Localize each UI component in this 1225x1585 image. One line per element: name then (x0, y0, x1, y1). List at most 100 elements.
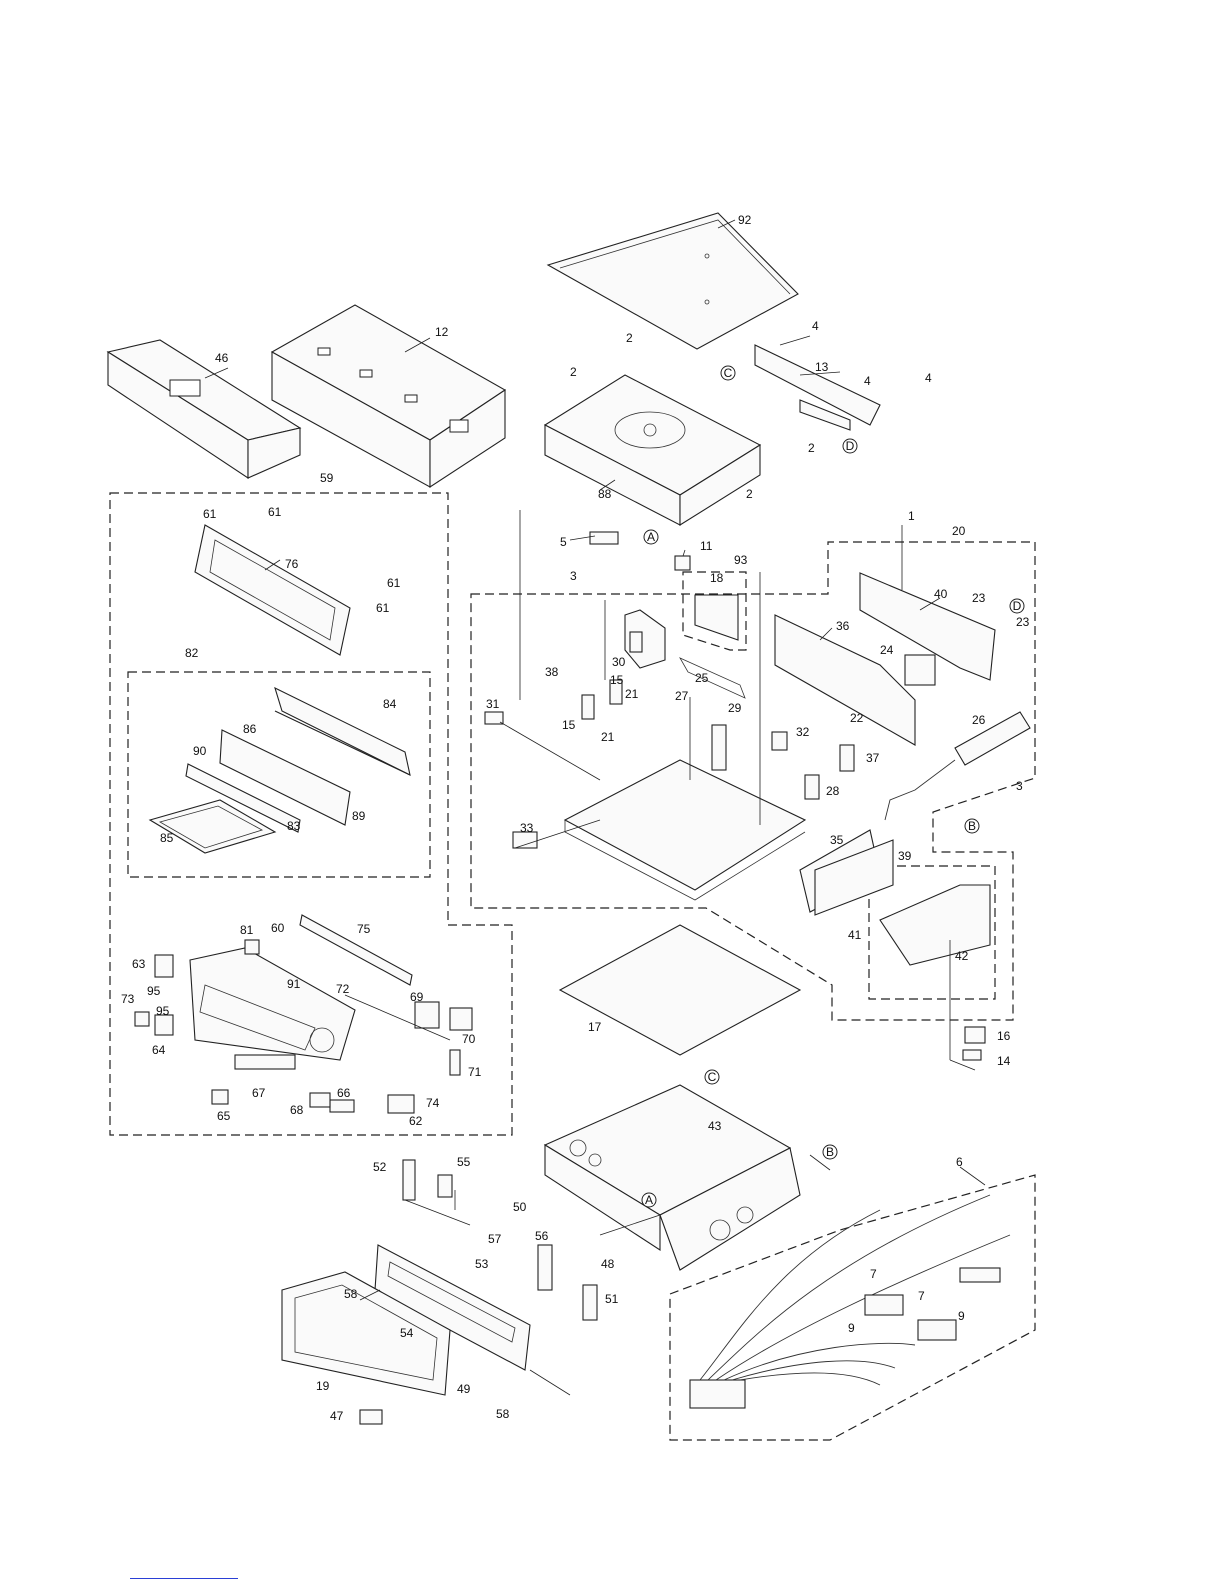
part-label: 35 (830, 833, 844, 847)
part-label: 82 (185, 646, 199, 660)
part-label: 89 (352, 809, 366, 823)
part-label: 95 (156, 1004, 170, 1018)
part-label: 15 (562, 718, 576, 732)
part-label: 7 (870, 1267, 877, 1281)
ref-D2: D (1010, 599, 1024, 613)
part-label: 7 (918, 1289, 925, 1303)
part-label: 49 (457, 1382, 471, 1396)
part-label: 61 (203, 507, 217, 521)
part-67 (235, 1055, 295, 1069)
part-label: 88 (598, 487, 612, 501)
part-51 (583, 1285, 597, 1320)
front-panel-frame (195, 525, 350, 655)
part-label: 54 (400, 1326, 414, 1340)
part-73 (135, 1012, 149, 1026)
part-label: 24 (880, 643, 894, 657)
part-label: 19 (316, 1379, 330, 1393)
part-label: 25 (695, 671, 709, 685)
part-label: 53 (475, 1257, 489, 1271)
part-label: 36 (836, 619, 850, 633)
ref-letter: D (1013, 599, 1022, 613)
part-label: 66 (337, 1086, 351, 1100)
part-5 (590, 532, 618, 544)
ref-letter: A (647, 530, 655, 544)
part-label: 28 (826, 784, 840, 798)
part-label: 2 (570, 365, 577, 379)
part-label: 29 (728, 701, 742, 715)
part-label: 55 (457, 1155, 471, 1169)
part-label: 92 (738, 213, 752, 227)
part-47 (360, 1410, 382, 1424)
carry-case (108, 340, 300, 478)
part-label: 26 (972, 713, 986, 727)
part-label: 93 (734, 553, 748, 567)
part-label: 48 (601, 1257, 615, 1271)
part-label: 6 (956, 1155, 963, 1169)
ref-letter: C (724, 366, 733, 380)
part-label: 70 (462, 1032, 476, 1046)
part-label: 23 (1016, 615, 1030, 629)
part-label: 4 (812, 319, 819, 333)
part-label: 5 (560, 535, 567, 549)
part-label: 62 (409, 1114, 423, 1128)
part-label: 61 (376, 601, 390, 615)
part-label: 63 (132, 957, 146, 971)
cd-mechanism (545, 375, 760, 525)
part-label: 52 (373, 1160, 387, 1174)
part-56 (538, 1245, 552, 1290)
part-14 (963, 1050, 981, 1060)
part-label: 33 (520, 821, 534, 835)
bottom-chassis-43 (545, 1085, 800, 1270)
part-label: 40 (934, 587, 948, 601)
part-label: 75 (357, 922, 371, 936)
part-label: 73 (121, 992, 135, 1006)
part-label: 86 (243, 722, 257, 736)
part-label: 14 (997, 1054, 1011, 1068)
part-70 (450, 1008, 472, 1030)
shield-18 (695, 595, 738, 640)
part-label: 85 (160, 831, 174, 845)
part-68 (310, 1093, 330, 1107)
part-label: 57 (488, 1232, 502, 1246)
part-label: 51 (605, 1292, 619, 1306)
part-81 (245, 940, 259, 954)
part-label: 1 (908, 509, 915, 523)
part-16 (965, 1027, 985, 1043)
board-42 (880, 885, 990, 965)
part-label: 83 (287, 819, 301, 833)
part-label: 71 (468, 1065, 482, 1079)
part-24 (905, 655, 935, 685)
part-label: 9 (958, 1309, 965, 1323)
side-bracket (755, 345, 880, 430)
part-label: 58 (496, 1407, 510, 1421)
ref-A1: A (644, 530, 658, 544)
part-label: 20 (952, 524, 966, 538)
ref-letter: D (846, 439, 855, 453)
part-label: 72 (336, 982, 350, 996)
part-label: 16 (997, 1029, 1011, 1043)
part-label: 74 (426, 1096, 440, 1110)
part-label: 76 (285, 557, 299, 571)
part-label: 69 (410, 990, 424, 1004)
part-label: 21 (601, 730, 615, 744)
chassis-case (272, 305, 505, 487)
part-label: 81 (240, 923, 254, 937)
ref-C1: C (721, 366, 735, 380)
part-label: 38 (545, 665, 559, 679)
part-label: 91 (287, 977, 301, 991)
part-label: 47 (330, 1409, 344, 1423)
front-panel-91 (190, 948, 355, 1060)
ref-letter: C (708, 1070, 717, 1084)
part-label: 41 (848, 928, 862, 942)
part-63 (155, 955, 173, 977)
part-66 (330, 1100, 354, 1112)
part-label: 95 (147, 984, 161, 998)
part-label: 56 (535, 1229, 549, 1243)
top-cover-plate (548, 213, 798, 349)
ref-letter: A (645, 1193, 653, 1207)
part-label: 18 (710, 571, 724, 585)
connector-30 (625, 610, 665, 668)
part-label: 39 (898, 849, 912, 863)
ref-D1: D (843, 439, 857, 453)
